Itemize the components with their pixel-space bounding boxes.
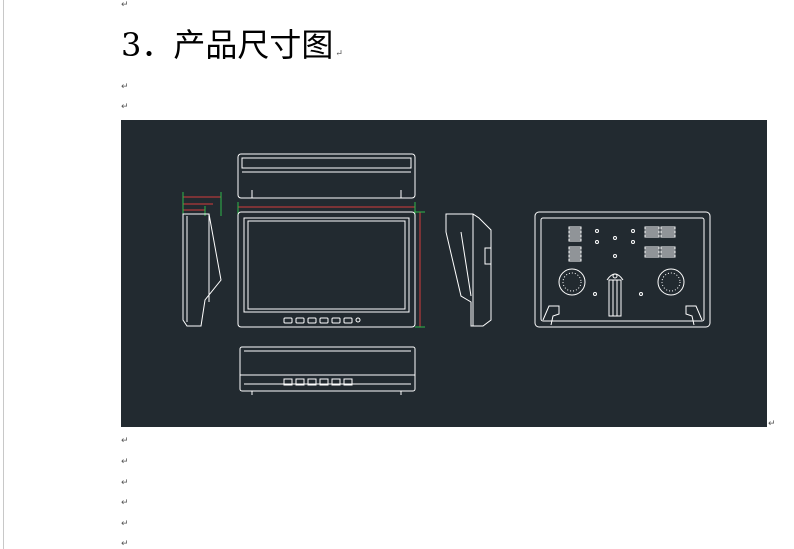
product-dimension-drawing bbox=[121, 120, 767, 427]
bottom-view bbox=[239, 346, 416, 395]
left-side-view bbox=[182, 213, 222, 327]
paragraph-mark: ↵ bbox=[121, 102, 129, 112]
paragraph-mark: ↵ bbox=[768, 419, 776, 429]
heading-text: 3．产品尺寸图 bbox=[121, 26, 334, 64]
paragraph-mark: ↵ bbox=[121, 498, 129, 508]
paragraph-mark: ↵ bbox=[121, 539, 129, 549]
top-view bbox=[237, 153, 416, 199]
paragraph-mark: ↵ bbox=[121, 478, 129, 488]
page-margin-line bbox=[3, 0, 4, 549]
right-side-view bbox=[445, 213, 492, 327]
paragraph-mark: ↵ bbox=[121, 82, 129, 92]
paragraph-mark: ↵ bbox=[121, 0, 129, 10]
rear-view bbox=[534, 211, 711, 328]
paragraph-mark: ↵ bbox=[121, 457, 129, 467]
paragraph-mark: ↵ bbox=[121, 519, 129, 529]
front-view bbox=[237, 202, 425, 328]
paragraph-mark: ↵ bbox=[335, 49, 343, 59]
paragraph-mark: ↵ bbox=[121, 436, 129, 446]
depth-dimension bbox=[182, 192, 222, 218]
section-heading: 3．产品尺寸图↵ bbox=[121, 26, 343, 73]
